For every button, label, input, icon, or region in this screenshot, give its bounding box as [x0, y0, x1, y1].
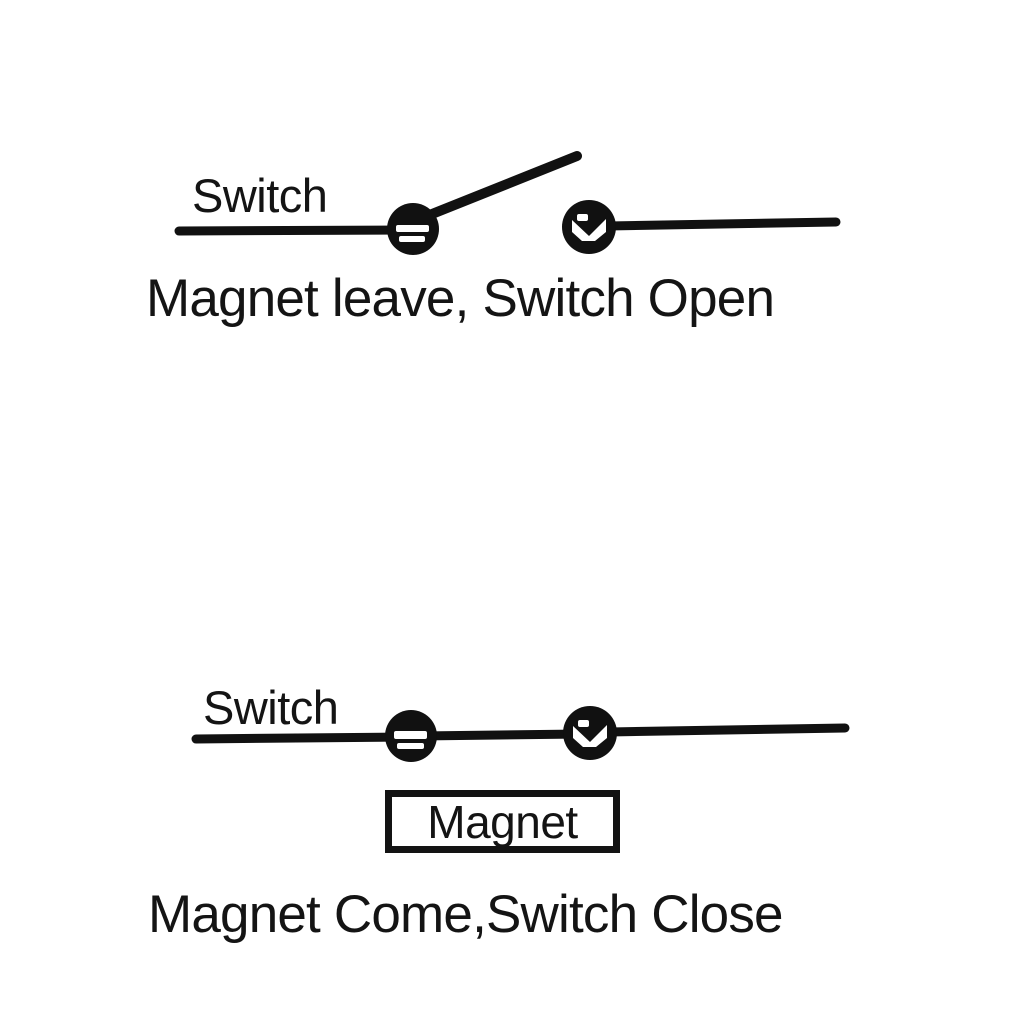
- bottom-switch-label: Switch: [203, 681, 339, 734]
- top-left-lead-wire: [174, 225, 409, 236]
- bottom-right-terminal-icon: [563, 706, 617, 760]
- top-switch-label: Switch: [192, 169, 328, 222]
- top-right-lead-wire: [603, 217, 841, 231]
- top-left-terminal-icon: [387, 203, 439, 255]
- magnet-box-label: Magnet: [427, 795, 578, 848]
- magnet-box: Magnet: [385, 790, 620, 853]
- bottom-caption: Magnet Come,Switch Close: [148, 885, 784, 944]
- bottom-left-lead-wire: [191, 732, 407, 744]
- bottom-right-lead-wire: [604, 723, 850, 737]
- bottom-middle-link-wire: [415, 729, 586, 741]
- open-switch-blade: [407, 151, 582, 227]
- bottom-left-terminal-icon: [385, 710, 437, 762]
- top-right-terminal-icon: [562, 200, 616, 254]
- top-caption: Magnet leave, Switch Open: [146, 269, 775, 328]
